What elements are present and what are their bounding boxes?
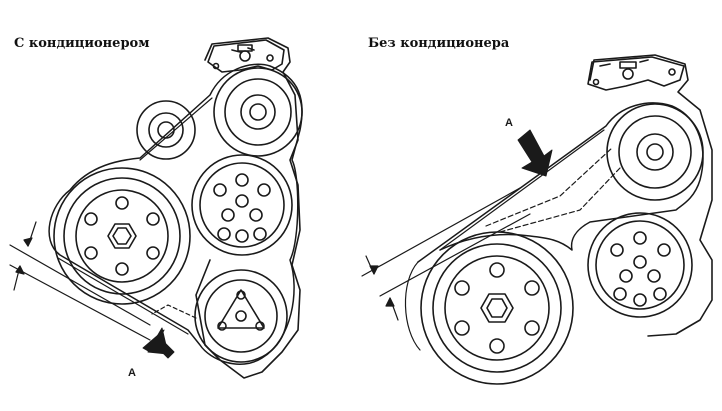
tensioner-bracket-right (587, 56, 685, 91)
engine-bracket-outline-left (195, 37, 301, 379)
arrow-a-label-right: A (505, 117, 513, 129)
diagram-with-ac: A (9, 37, 303, 379)
drive-belt-right (417, 102, 704, 263)
arrow-a-label-left: A (128, 367, 136, 379)
arrow-a-right: A (505, 117, 553, 177)
crankshaft-pulley-right (420, 231, 574, 385)
idler-pulley-left (136, 100, 196, 160)
ac-compressor-pulley-left (194, 269, 288, 363)
caption-without-ac: Без кондиционера (368, 36, 510, 51)
drive-belt-left (48, 63, 303, 365)
alternator-pulley-left (213, 67, 303, 157)
deflection-marker-right (361, 187, 531, 321)
crankshaft-pulley-left (53, 167, 191, 305)
tensioner-bracket-left (207, 39, 285, 73)
diagram-without-ac: A (361, 54, 713, 385)
pump-pulley-left (191, 154, 293, 256)
caption-with-ac: С кондиционером (14, 36, 150, 51)
arrow-a-left: A (128, 327, 175, 379)
engine-bracket-outline-right (589, 54, 713, 337)
deflection-marker-left (9, 221, 151, 341)
pump-pulley-right (587, 212, 693, 318)
